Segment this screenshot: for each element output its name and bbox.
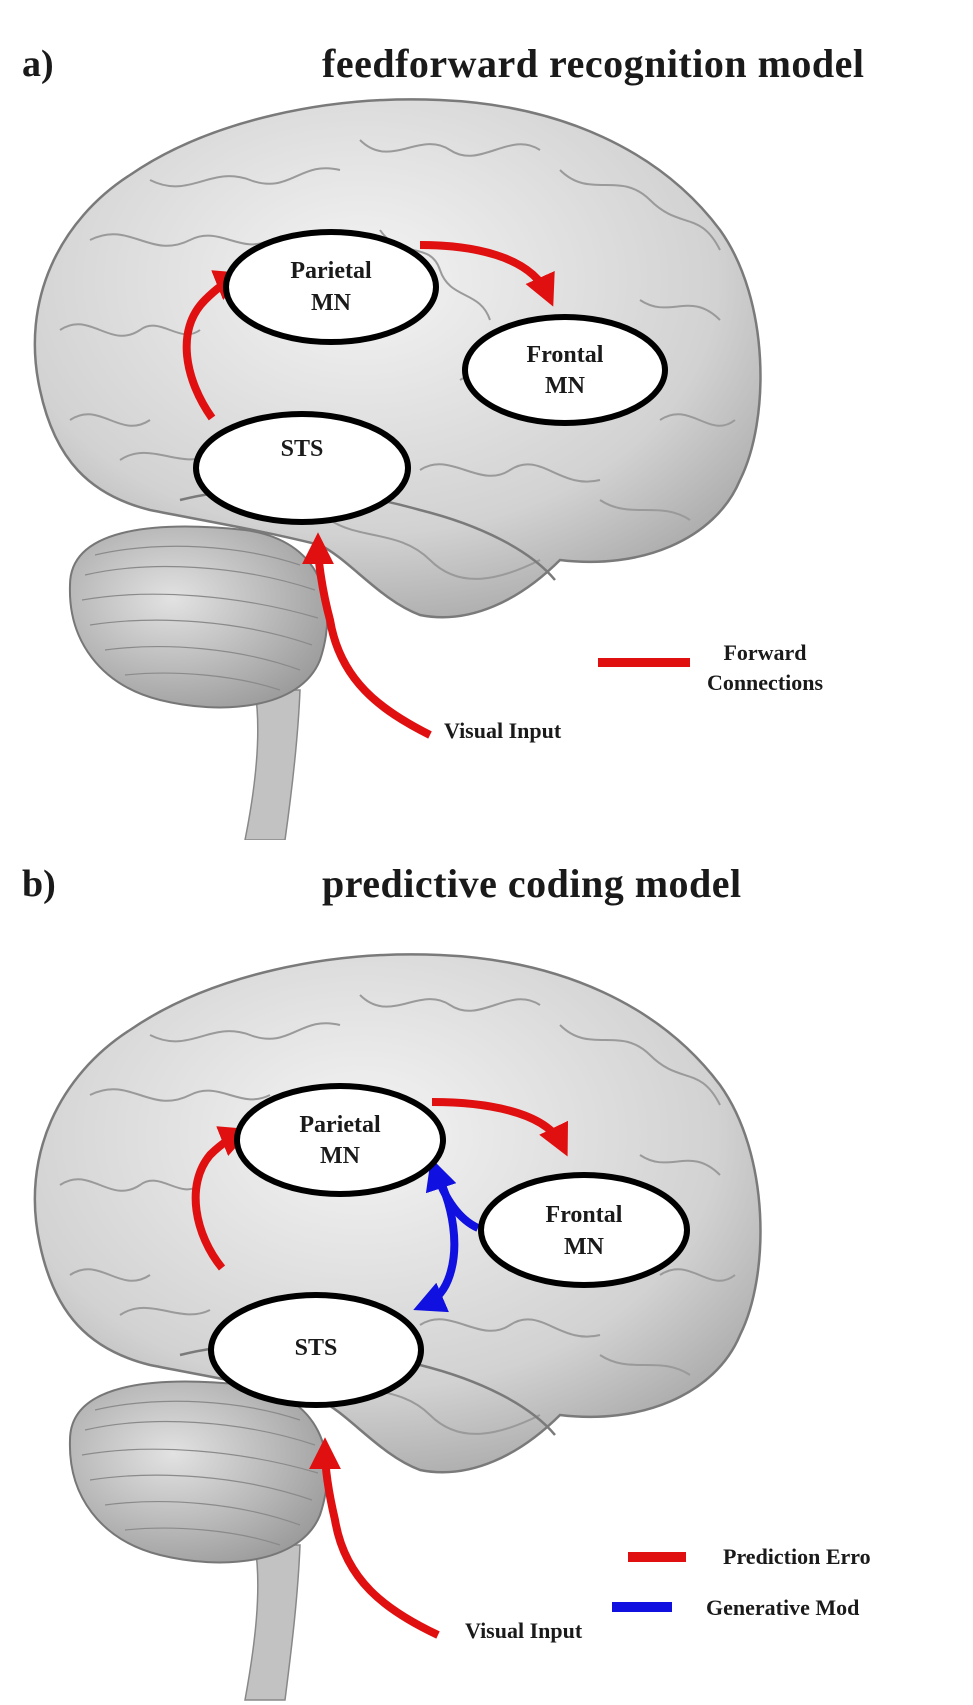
parietal-node	[223, 229, 439, 345]
arrow-visual-input-to-sts	[302, 532, 432, 739]
brain-stem	[244, 689, 301, 840]
legend-generative-model-label: Generative Mod	[706, 1595, 859, 1620]
arrow-parietal-to-sts	[413, 1163, 459, 1313]
frontal-node	[462, 314, 668, 426]
arrow-parietal-to-frontal	[431, 1098, 568, 1157]
panel-a: a) feedforward recognition model	[0, 0, 973, 840]
parietal-node-label-1: Parietal	[290, 258, 372, 284]
cerebellum-folds	[81, 1400, 319, 1546]
frontal-node-label-1: Frontal	[546, 1202, 623, 1228]
sts-node-label: STS	[281, 436, 324, 462]
parietal-node	[234, 1083, 446, 1197]
panel-b-diagram: Parietal MN Frontal MN STS Visual Input …	[33, 953, 871, 1701]
legend-forward-swatch	[598, 658, 690, 667]
legend-forward-label-1: Forward	[723, 640, 806, 665]
legend-prediction-error-label: Prediction Erro	[723, 1544, 871, 1569]
brain-stem	[244, 1544, 301, 1701]
visual-input-label: Visual Input	[444, 718, 562, 743]
cerebellum	[68, 1380, 329, 1564]
legend-prediction-error-swatch	[628, 1552, 686, 1562]
legend-forward-label-2: Connections	[707, 670, 824, 695]
sts-node	[208, 1292, 424, 1408]
sts-node	[193, 411, 411, 525]
panel-a-title: feedforward recognition model	[322, 41, 865, 86]
frontal-node-label-2: MN	[564, 1234, 605, 1260]
arrow-visual-input-to-sts	[309, 1437, 440, 1639]
sts-node-label: STS	[295, 1335, 338, 1361]
legend-generative-model-swatch	[612, 1602, 672, 1612]
frontal-node	[478, 1172, 690, 1288]
parietal-node-label-2: MN	[311, 290, 352, 316]
panel-a-letter: a)	[22, 43, 54, 85]
frontal-node-label-2: MN	[545, 373, 586, 399]
parietal-node-label-1: Parietal	[299, 1112, 381, 1138]
panel-b-letter: b)	[22, 863, 56, 905]
visual-input-label: Visual Input	[465, 1618, 583, 1643]
cerebellum	[68, 525, 329, 709]
frontal-node-label-1: Frontal	[527, 342, 604, 368]
arrow-sts-to-parietal	[191, 1126, 252, 1271]
panel-b-title: predictive coding model	[322, 861, 742, 906]
panel-b: b) predictive coding model	[0, 840, 973, 1705]
parietal-node-label-2: MN	[320, 1143, 361, 1169]
arrow-parietal-to-frontal	[419, 241, 555, 307]
panel-a-diagram: Parietal MN Frontal MN STS Visual Input …	[33, 98, 824, 840]
cerebellum-folds	[81, 545, 319, 691]
